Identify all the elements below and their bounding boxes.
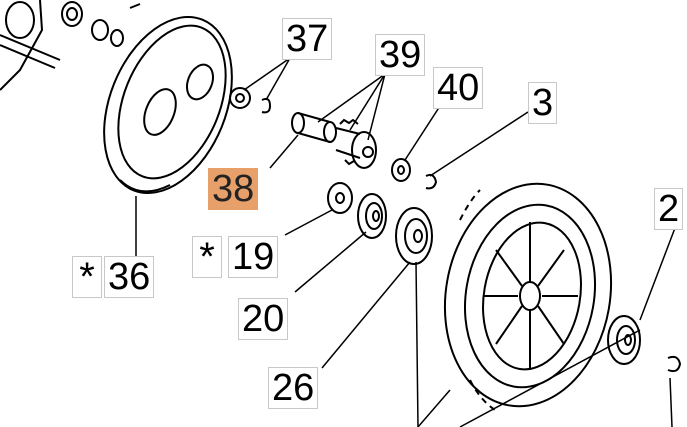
callout-40: 40 [433, 67, 484, 109]
asterisk-marker-36: * [72, 256, 102, 298]
washer-40 [391, 158, 411, 182]
leader-lines [135, 57, 676, 427]
callout-2x: 2 [654, 188, 684, 230]
bearing-right [607, 315, 641, 365]
bearing-26 [395, 207, 433, 265]
callout-20: 20 [238, 298, 289, 340]
callout-36: 36 [104, 256, 155, 298]
callout-26: 26 [268, 367, 319, 409]
clip-3 [425, 173, 438, 190]
clip-right [667, 355, 682, 373]
callout-39: 39 [375, 34, 426, 76]
callout-19: 19 [228, 236, 279, 278]
pinion-gear [291, 112, 377, 169]
asterisk-marker-19: * [192, 236, 222, 278]
callout-3: 3 [528, 82, 558, 124]
small-gear [229, 87, 272, 114]
callout-37: 37 [282, 18, 333, 60]
axle-assembly [0, 0, 141, 91]
bearing-20 [357, 193, 387, 239]
wheel [443, 182, 613, 411]
gear-case-disc [103, 15, 233, 195]
washer-19 [327, 182, 353, 214]
callout-38: 38 [208, 168, 259, 210]
